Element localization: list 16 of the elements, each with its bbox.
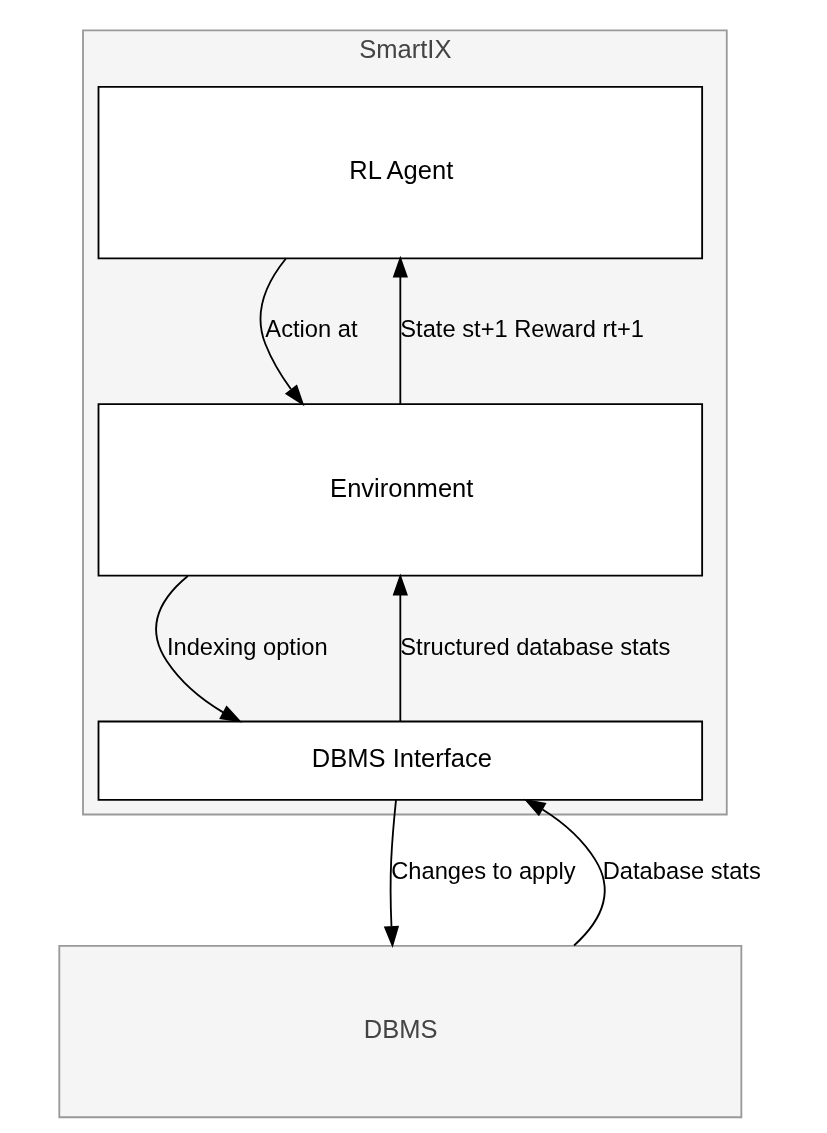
node-box: RL Agent [97,85,703,260]
arrow [392,573,408,722]
node-box: Environment [97,403,703,577]
edge-label: Structured database stats [399,633,670,660]
arrow [154,575,242,723]
edge-label: Indexing option [166,633,328,660]
edge-label: State st+1 Reward rt+1 [399,316,644,343]
arrow [523,798,606,947]
arrow [392,255,408,405]
arrow [259,257,304,407]
node-box: DBMS [57,944,742,1119]
edge-label: Database stats [602,858,761,885]
node-box: DBMS Interface [97,720,703,801]
edge-label: Changes to apply [390,858,576,885]
arrow [383,799,399,948]
edge-label: Action at [264,316,358,343]
